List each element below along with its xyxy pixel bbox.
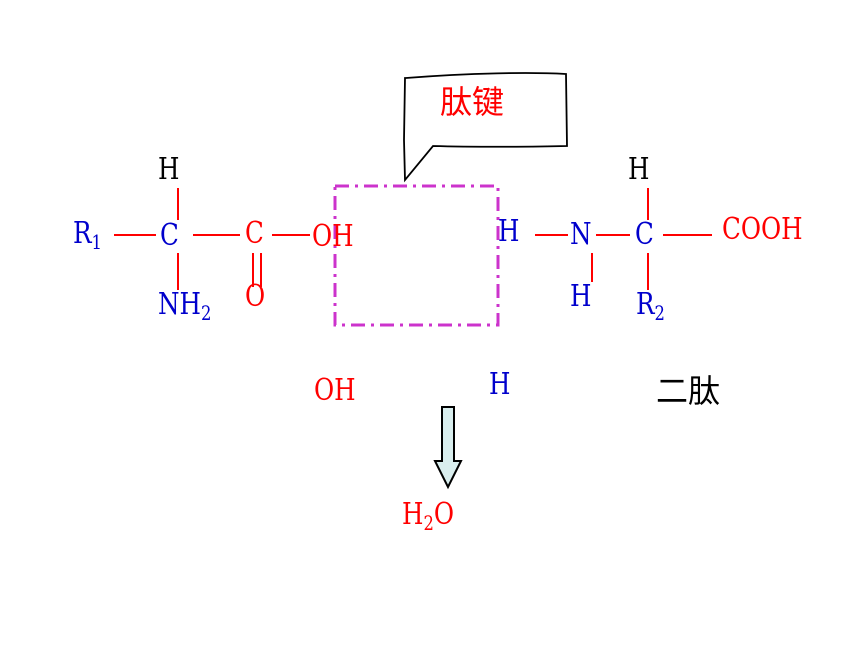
- aa2-carboxyl: COOH: [722, 212, 803, 247]
- water-formula: H2O: [402, 497, 455, 535]
- down-arrow-icon: [433, 406, 463, 490]
- aa1-hydroxyl: OH: [312, 219, 354, 254]
- removed-oh: OH: [314, 373, 356, 408]
- dipeptide-label: 二肽: [656, 372, 721, 410]
- aa2-c-alpha: C: [635, 217, 654, 252]
- aa1-c-alpha: C: [160, 218, 179, 253]
- callout-text: 肽键: [440, 83, 505, 121]
- aa1-h-top: H: [158, 152, 180, 187]
- r2-group: R2: [636, 287, 665, 325]
- aa2-h-top: H: [628, 152, 650, 187]
- aa1-amino-group: NH2: [158, 287, 212, 325]
- aa1-carbonyl-o: O: [245, 279, 266, 314]
- peptide-bond-box: [333, 184, 500, 327]
- removed-h: H: [489, 367, 511, 402]
- aa2-n: N: [570, 217, 592, 252]
- aa2-h-left: H: [498, 214, 520, 249]
- aa2-h-below-n: H: [570, 279, 592, 314]
- aa1-carbonyl-c: C: [245, 216, 264, 251]
- r1-group: R1: [73, 216, 102, 254]
- callout-bubble: [403, 72, 568, 183]
